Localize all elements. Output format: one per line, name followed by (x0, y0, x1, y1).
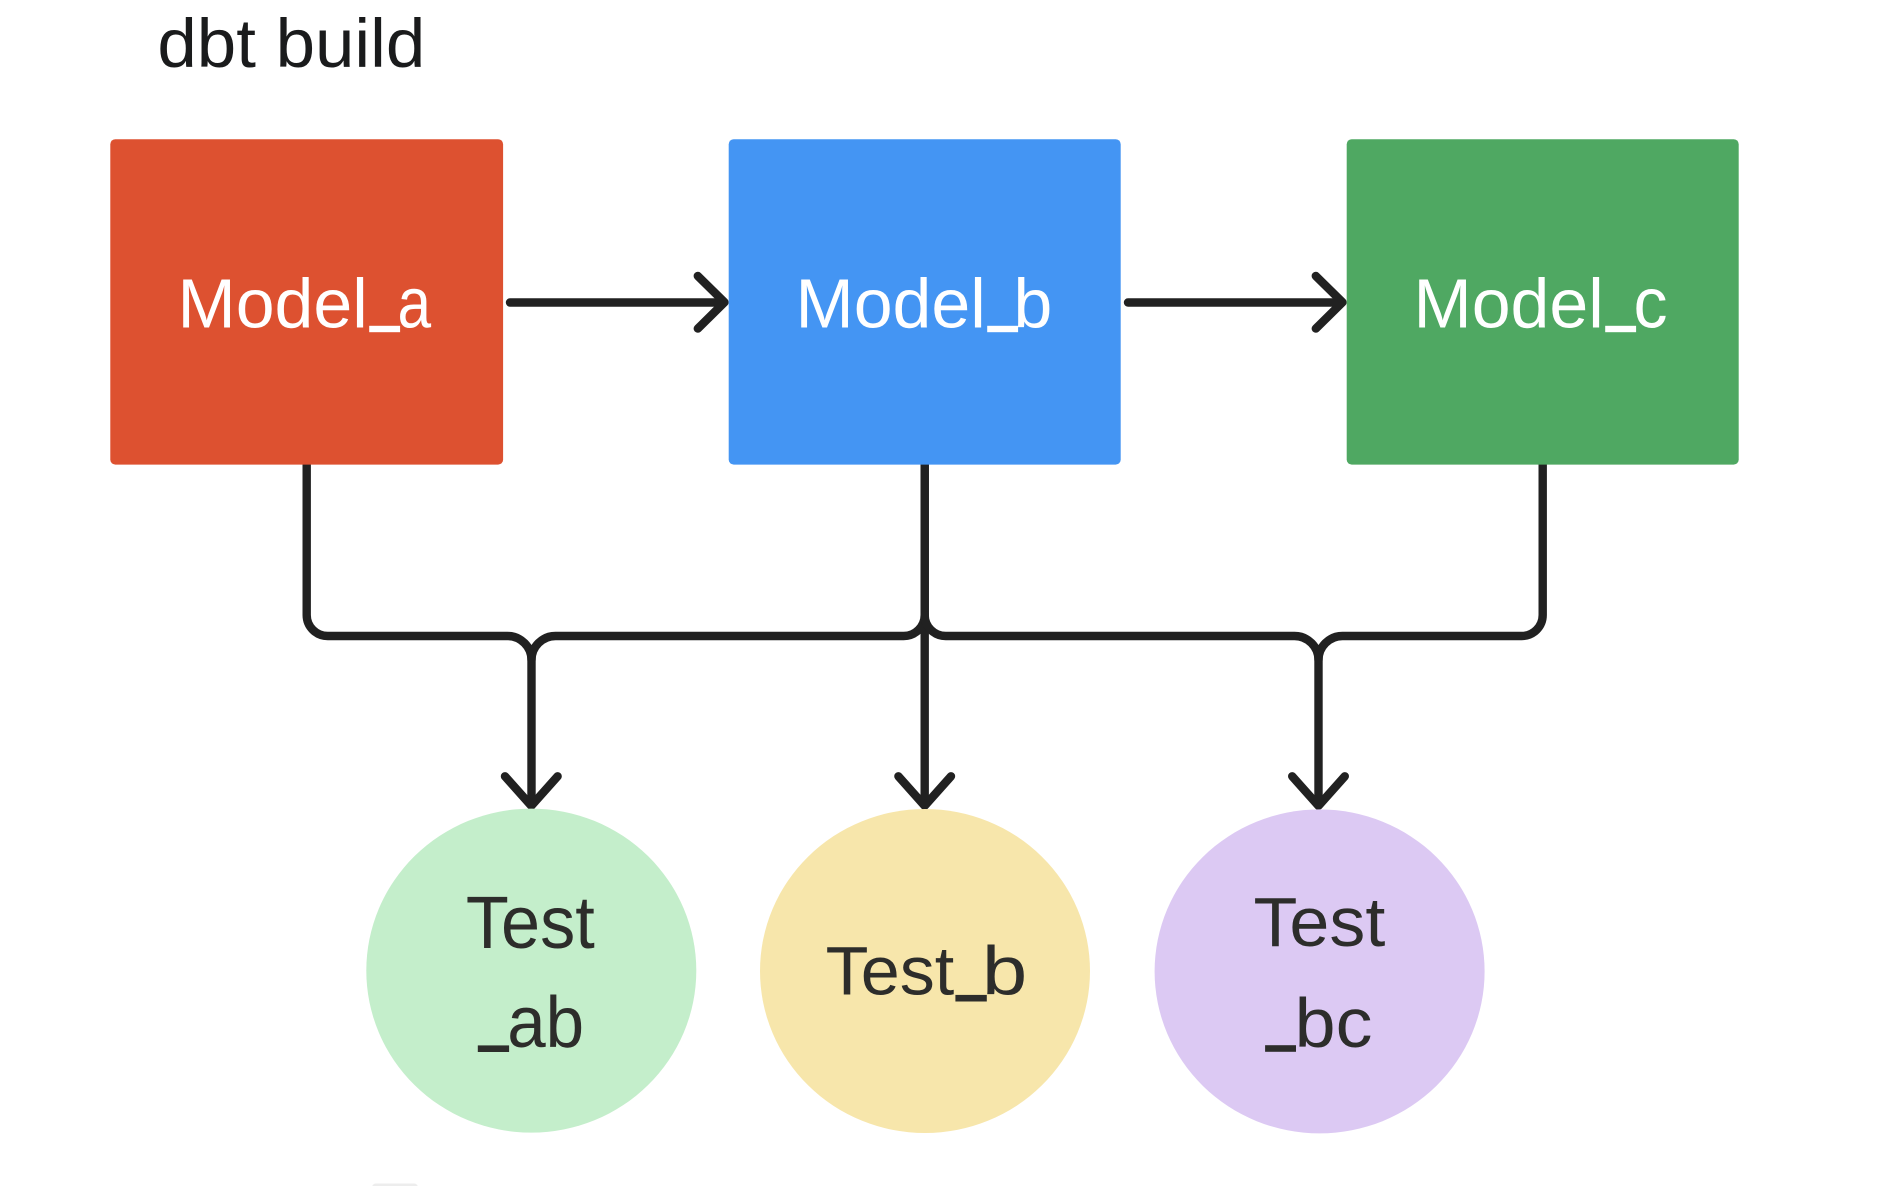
svg-text:Test: Test (1254, 883, 1386, 961)
svg-text:b: b (1014, 265, 1053, 343)
svg-text:c: c (1634, 264, 1668, 344)
svg-text:b: b (982, 933, 1027, 1010)
svg-text:bc: bc (1295, 984, 1373, 1062)
svg-text:Test: Test (826, 933, 955, 1010)
svg-text:Model: Model (1414, 265, 1604, 343)
svg-text:Test: Test (466, 881, 595, 964)
svg-text:ab: ab (507, 983, 584, 1063)
svg-text:Model: Model (796, 265, 986, 343)
svg-text:dbt build: dbt build (157, 5, 425, 82)
svg-text:Model: Model (178, 265, 368, 343)
svg-text:a: a (398, 264, 432, 344)
